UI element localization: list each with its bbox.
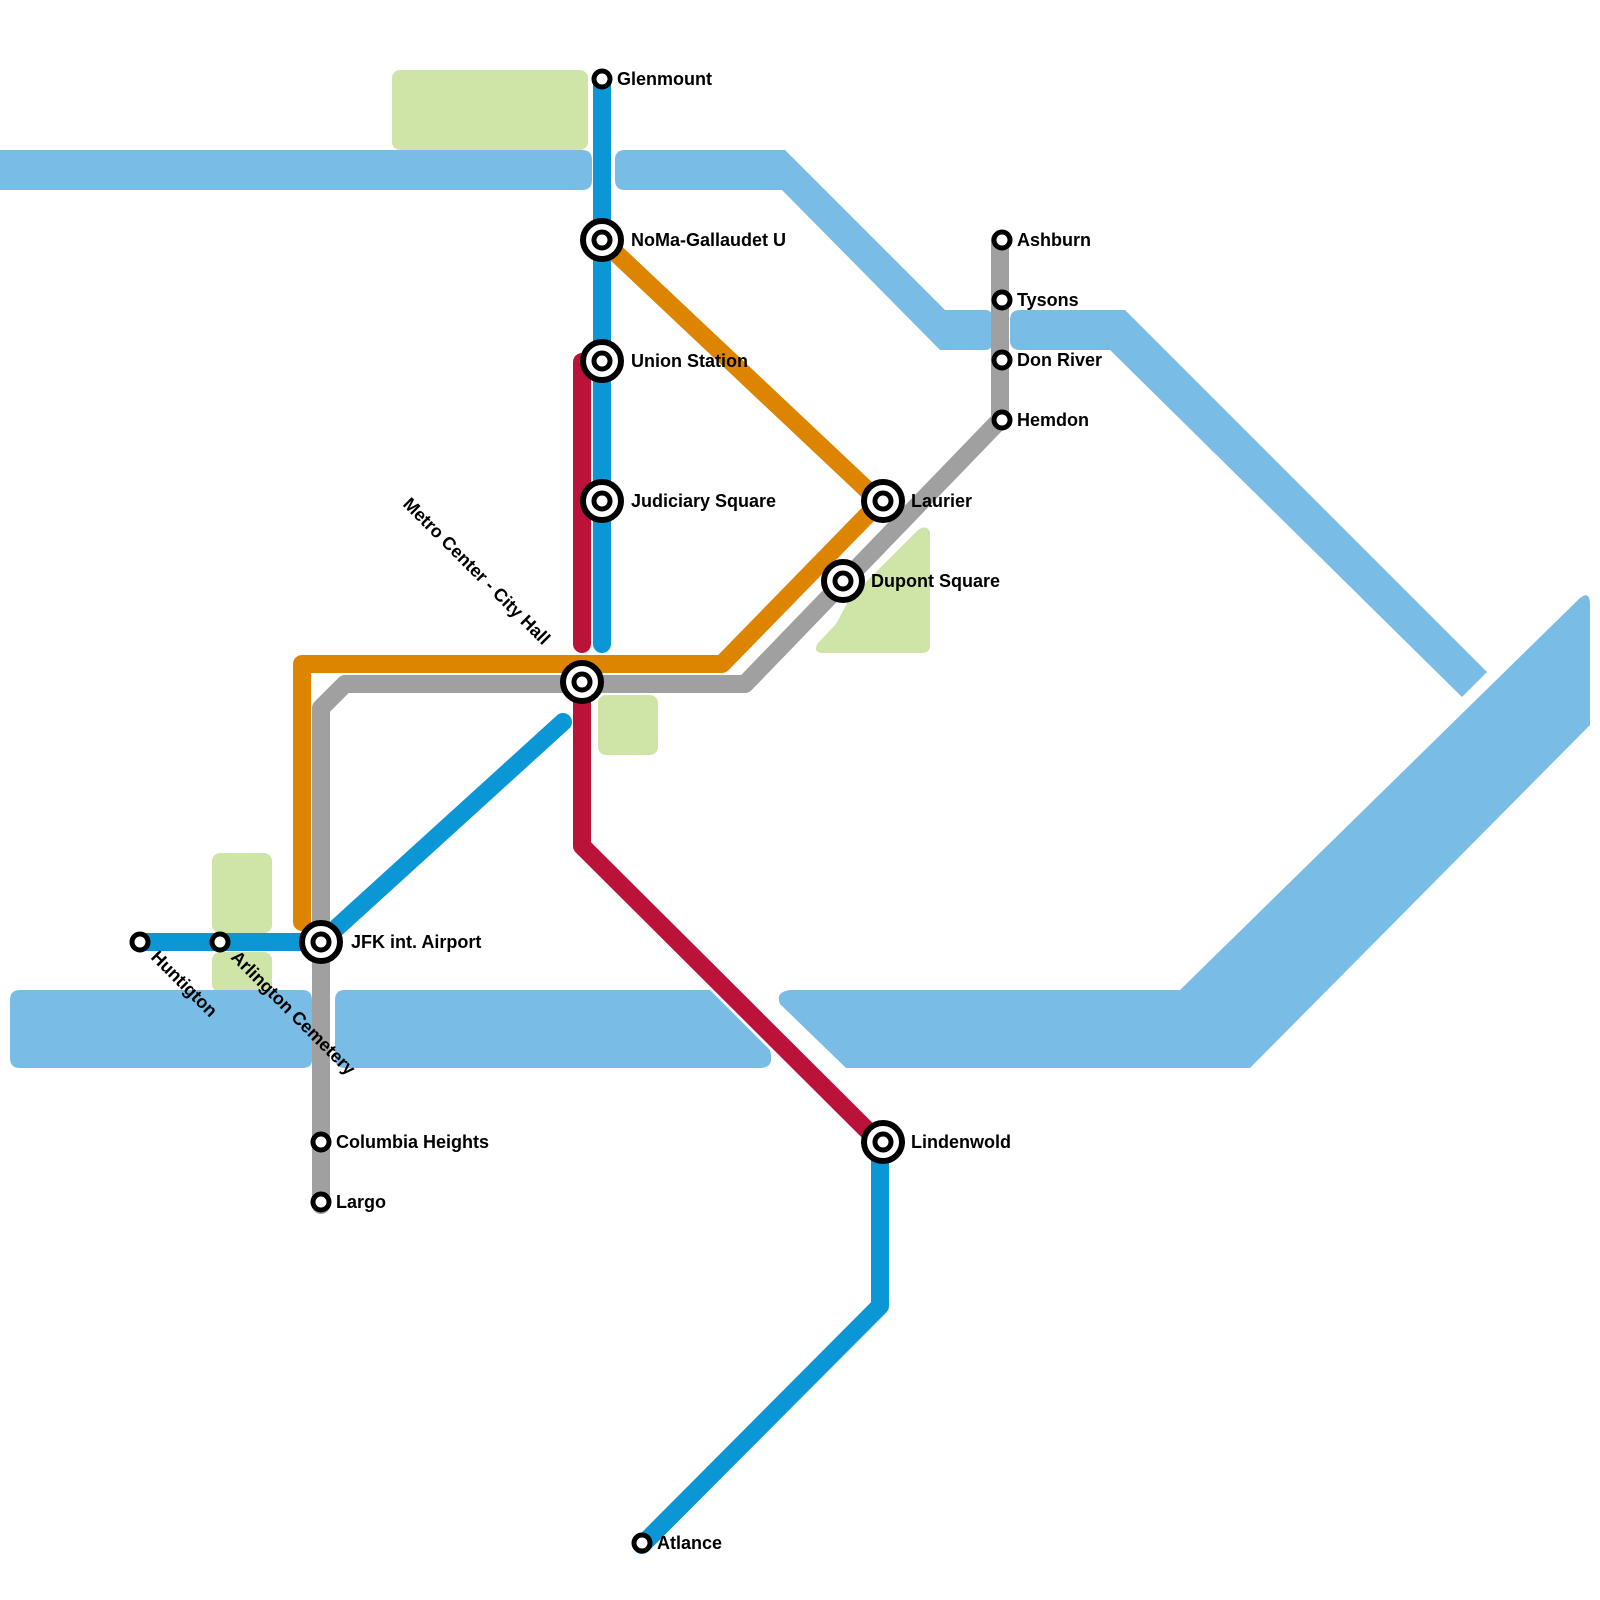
label-hemdon: Hemdon — [1017, 410, 1089, 430]
station-metro-center[interactable] — [560, 660, 604, 704]
river-south-west — [10, 990, 312, 1068]
park-north — [392, 70, 588, 150]
station-arlington[interactable] — [209, 931, 231, 953]
station-union[interactable] — [580, 339, 624, 383]
parks — [212, 70, 930, 992]
station-hemdon[interactable] — [991, 409, 1013, 431]
station-labels: Glenmount NoMa-Gallaudet U Union Station… — [147, 69, 1102, 1553]
station-tysons[interactable] — [991, 289, 1013, 311]
red-line-south[interactable] — [573, 675, 889, 1152]
river-south-middle — [335, 990, 772, 1068]
park-metro-center — [598, 695, 658, 755]
station-laurier[interactable] — [861, 479, 905, 523]
station-columbia[interactable] — [310, 1131, 332, 1153]
station-noma[interactable] — [580, 218, 624, 262]
station-dupont[interactable] — [821, 559, 865, 603]
orange-line[interactable] — [293, 231, 889, 931]
label-tysons: Tysons — [1017, 290, 1079, 310]
label-glenmount: Glenmount — [617, 69, 712, 89]
label-atlance: Atlance — [657, 1533, 722, 1553]
label-noma: NoMa-Gallaudet U — [631, 230, 786, 250]
label-ashburn: Ashburn — [1017, 230, 1091, 250]
gray-line[interactable] — [312, 231, 1009, 1214]
metro-lines — [131, 71, 1009, 1554]
label-jfk: JFK int. Airport — [351, 932, 481, 952]
label-judiciary: Judiciary Square — [631, 491, 776, 511]
label-dupont: Dupont Square — [871, 571, 1000, 591]
station-atlance[interactable] — [631, 1532, 653, 1554]
park-dupont — [815, 527, 930, 653]
label-lindenwold: Lindenwold — [911, 1132, 1011, 1152]
station-huntigton[interactable] — [129, 931, 151, 953]
park-arlington-south — [212, 952, 272, 992]
river-north-west — [0, 150, 592, 190]
label-metro-center: Metro Center - City Hall — [399, 494, 554, 649]
station-lindenwold[interactable] — [861, 1120, 905, 1164]
label-laurier: Laurier — [911, 491, 972, 511]
river-south-east — [778, 595, 1590, 1068]
blue-line-south[interactable] — [633, 1134, 889, 1554]
water-bodies — [0, 150, 1590, 1068]
station-don-river[interactable] — [991, 349, 1013, 371]
blue-line-west[interactable] — [131, 713, 572, 951]
stations — [129, 68, 1013, 1554]
park-arlington-north — [212, 853, 272, 933]
river-east — [1010, 310, 1487, 697]
label-union: Union Station — [631, 351, 748, 371]
station-glenmount[interactable] — [591, 68, 613, 90]
label-don-river: Don River — [1017, 350, 1102, 370]
station-ashburn[interactable] — [991, 229, 1013, 251]
station-largo[interactable] — [310, 1191, 332, 1213]
river-north-east — [615, 150, 993, 350]
label-columbia: Columbia Heights — [336, 1132, 489, 1152]
label-largo: Largo — [336, 1192, 386, 1212]
station-jfk[interactable] — [299, 920, 343, 964]
station-judiciary[interactable] — [580, 479, 624, 523]
